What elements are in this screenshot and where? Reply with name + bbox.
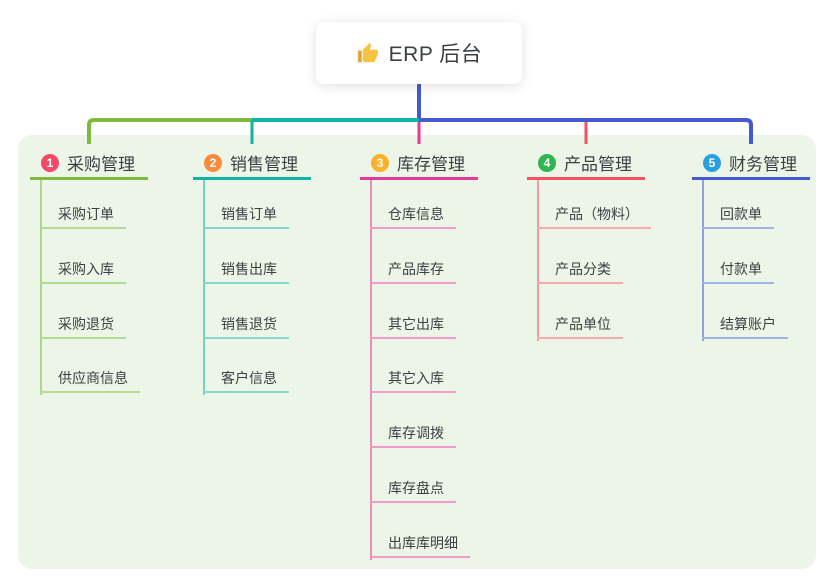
branch-3-child-6[interactable]: 库存盘点 xyxy=(370,478,456,503)
child-node-label: 仓库信息 xyxy=(388,206,444,222)
branch-4-rail xyxy=(537,180,539,341)
child-node-label: 销售订单 xyxy=(221,206,277,222)
branch-4-label: 产品管理 xyxy=(564,155,632,174)
branch-2-label: 销售管理 xyxy=(230,155,298,174)
branch-header-4[interactable]: 4 产品管理 xyxy=(527,148,645,180)
root-node[interactable]: ERP 后台 xyxy=(316,22,522,84)
branch-header-5[interactable]: 5 财务管理 xyxy=(692,148,810,180)
child-node-label: 付款单 xyxy=(720,261,762,277)
branch-3-child-2[interactable]: 产品库存 xyxy=(370,259,456,284)
child-node-label: 采购入库 xyxy=(58,261,114,277)
child-node-label: 库存盘点 xyxy=(388,480,444,496)
branch-2-child-1[interactable]: 销售订单 xyxy=(203,204,289,229)
child-node-label: 供应商信息 xyxy=(58,370,128,386)
branch-2-badge: 2 xyxy=(204,153,222,172)
child-node-label: 结算账户 xyxy=(720,316,776,332)
child-node-label: 出库库明细 xyxy=(388,535,458,551)
child-node-label: 库存调拨 xyxy=(388,425,444,441)
branch-3-badge: 3 xyxy=(371,153,389,172)
branch-4-child-3[interactable]: 产品单位 xyxy=(537,314,623,339)
branch-5-rail xyxy=(702,180,704,341)
branch-5-child-2[interactable]: 付款单 xyxy=(702,259,774,284)
child-node-label: 其它出库 xyxy=(388,316,444,332)
branch-1-badge: 1 xyxy=(41,153,59,172)
branch-2-rail xyxy=(203,180,205,395)
branch-1-child-1[interactable]: 采购订单 xyxy=(40,204,126,229)
child-node-label: 其它入库 xyxy=(388,370,444,386)
branch-3-child-3[interactable]: 其它出库 xyxy=(370,314,456,339)
child-node-label: 销售出库 xyxy=(221,261,277,277)
branch-3-label: 库存管理 xyxy=(397,155,465,174)
branch-1-rail xyxy=(40,180,42,395)
child-node-label: 回款单 xyxy=(720,206,762,222)
child-node-label: 采购订单 xyxy=(58,206,114,222)
branch-5-child-1[interactable]: 回款单 xyxy=(702,204,774,229)
thumbs-up-icon xyxy=(357,42,378,62)
branch-4-badge: 4 xyxy=(538,153,556,172)
mindmap-panel xyxy=(18,135,816,569)
branch-2-child-4[interactable]: 客户信息 xyxy=(203,368,289,393)
branch-3-child-4[interactable]: 其它入库 xyxy=(370,368,456,393)
branch-3-child-5[interactable]: 库存调拨 xyxy=(370,423,456,448)
branch-header-3[interactable]: 3 库存管理 xyxy=(360,148,478,180)
branch-3-rail xyxy=(370,180,372,560)
branch-1-child-4[interactable]: 供应商信息 xyxy=(40,368,140,393)
branch-header-1[interactable]: 1 采购管理 xyxy=(30,148,148,180)
branch-3-child-7[interactable]: 出库库明细 xyxy=(370,533,470,558)
branch-1-child-2[interactable]: 采购入库 xyxy=(40,259,126,284)
branch-5-label: 财务管理 xyxy=(729,155,797,174)
child-node-label: 产品分类 xyxy=(555,261,611,277)
branch-2-child-3[interactable]: 销售退货 xyxy=(203,314,289,339)
child-node-label: 客户信息 xyxy=(221,370,277,386)
child-node-label: 产品库存 xyxy=(388,261,444,277)
child-node-label: 产品（物料） xyxy=(555,206,639,222)
branch-4-child-1[interactable]: 产品（物料） xyxy=(537,204,651,229)
branch-2-child-2[interactable]: 销售出库 xyxy=(203,259,289,284)
branch-4-child-2[interactable]: 产品分类 xyxy=(537,259,623,284)
child-node-label: 产品单位 xyxy=(555,316,611,332)
branch-3-child-1[interactable]: 仓库信息 xyxy=(370,204,456,229)
branch-5-badge: 5 xyxy=(703,153,721,172)
branch-header-2[interactable]: 2 销售管理 xyxy=(193,148,311,180)
root-title: ERP 后台 xyxy=(388,43,483,66)
child-node-label: 销售退货 xyxy=(221,316,277,332)
branch-5-child-3[interactable]: 结算账户 xyxy=(702,314,788,339)
branch-1-label: 采购管理 xyxy=(67,155,135,174)
child-node-label: 采购退货 xyxy=(58,316,114,332)
branch-1-child-3[interactable]: 采购退货 xyxy=(40,314,126,339)
